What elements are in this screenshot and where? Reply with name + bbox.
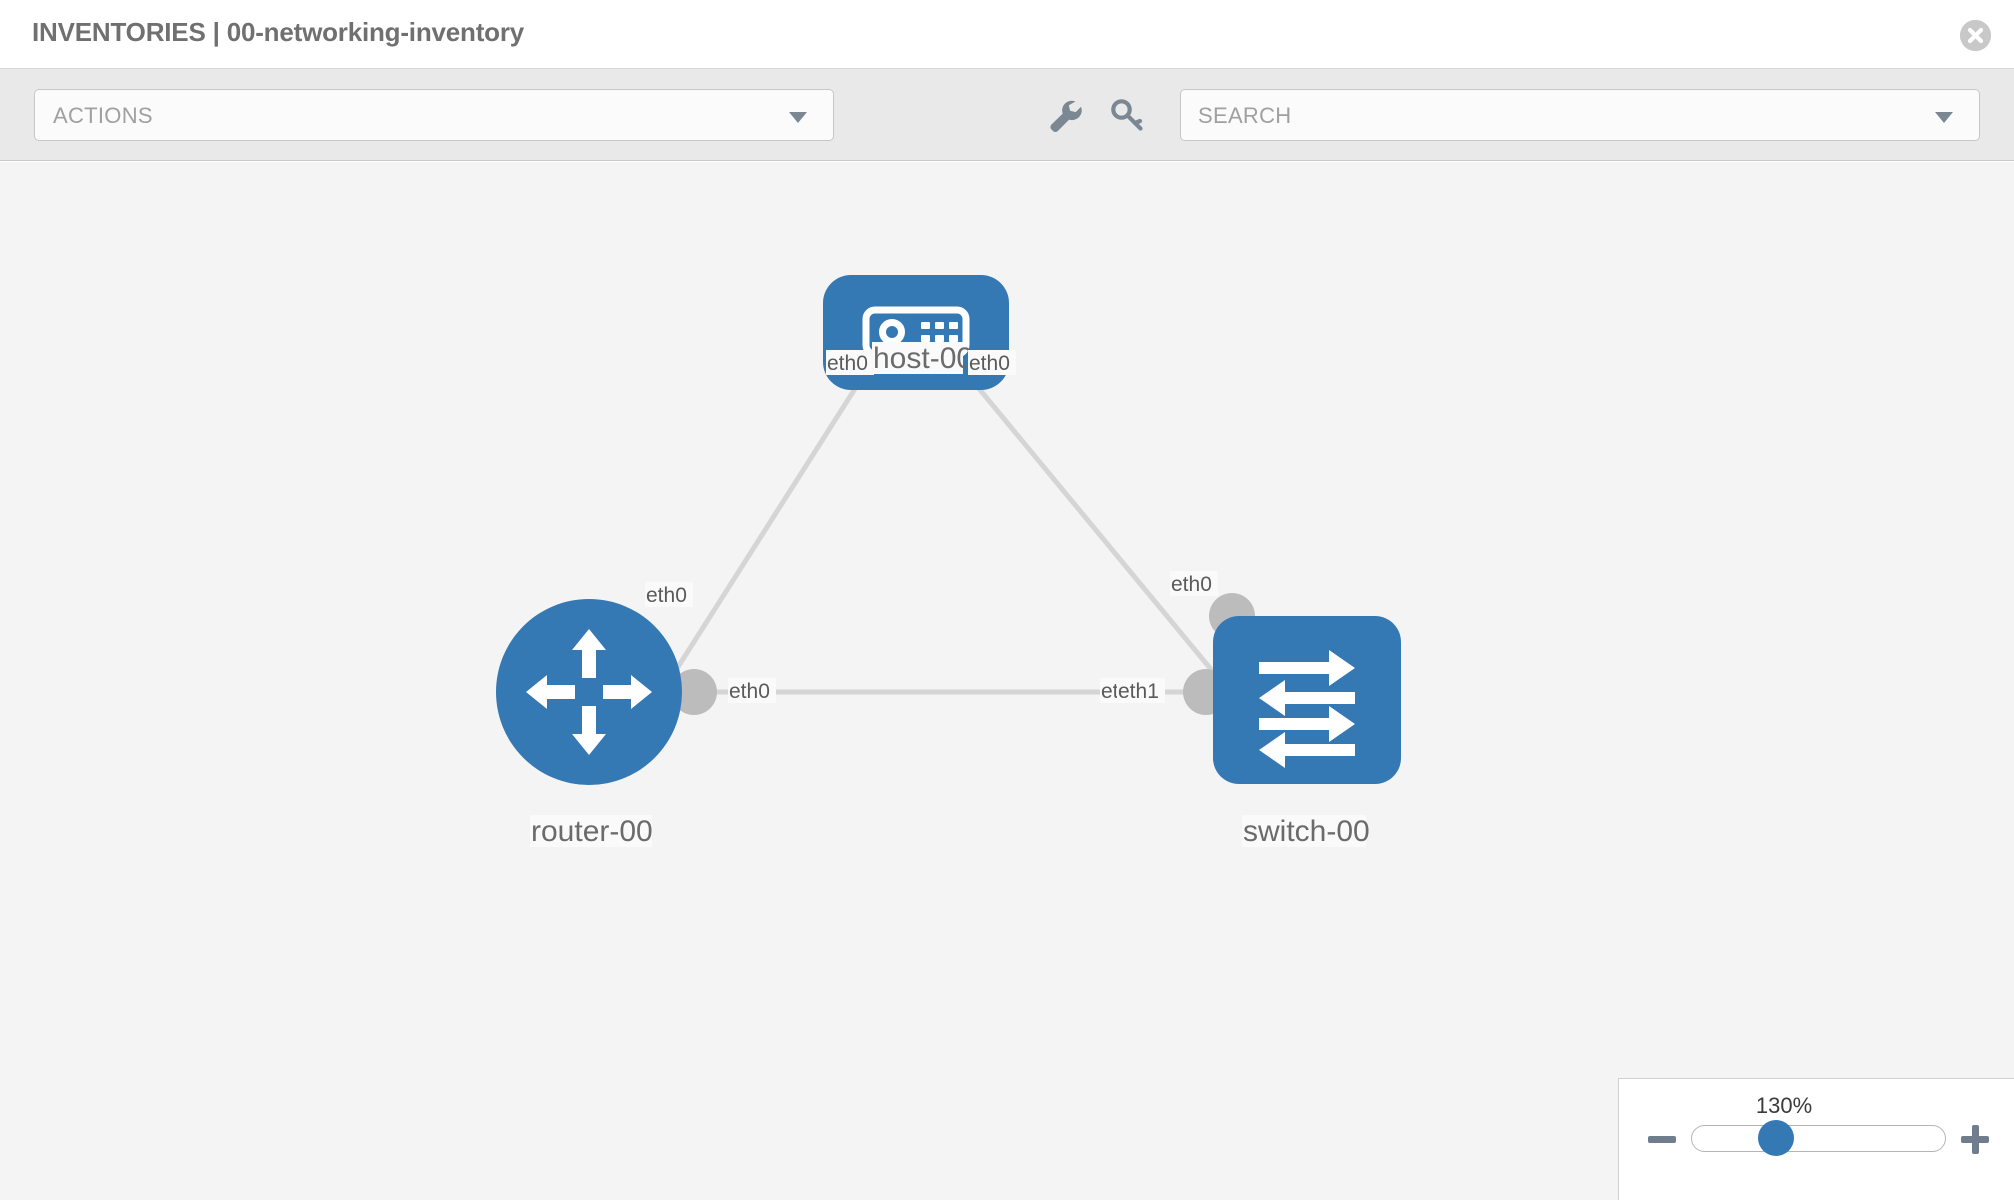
if-label-host-left: eth0 bbox=[827, 352, 868, 375]
minus-icon bbox=[1648, 1136, 1676, 1143]
page-title: INVENTORIES | 00-networking-inventory bbox=[32, 17, 525, 47]
topology-canvas[interactable]: host-00 router-00 bbox=[0, 162, 2014, 1200]
if-label-host-right: eth0 bbox=[969, 352, 1010, 375]
link-host-switch[interactable] bbox=[955, 360, 1240, 704]
if-label-switch-left: eth1 bbox=[1118, 680, 1159, 703]
close-icon[interactable] bbox=[1960, 20, 1991, 51]
search-placeholder: SEARCH bbox=[1198, 103, 1292, 128]
interface-labels-layer: eth0 eth0 eth0 eth0 eth0 eth0 eth1 bbox=[645, 350, 1218, 703]
endpoint-router-right[interactable] bbox=[671, 669, 717, 715]
node-switch-00[interactable]: switch-00 bbox=[1213, 616, 1401, 848]
if-label-router-right: eth0 bbox=[729, 680, 770, 703]
router-node-shape[interactable] bbox=[496, 599, 682, 785]
actions-dropdown-label: ACTIONS bbox=[53, 103, 153, 128]
chevron-down-icon bbox=[789, 112, 807, 123]
switch-label-bg bbox=[1242, 815, 1366, 847]
plus-icon-vertical bbox=[1972, 1125, 1979, 1154]
wrench-icon[interactable] bbox=[1045, 97, 1085, 135]
link-host-router[interactable] bbox=[640, 360, 875, 724]
node-label-host: host-00 bbox=[873, 342, 973, 375]
router-label-bg bbox=[530, 815, 652, 847]
if-label-switch-up: eth0 bbox=[1171, 573, 1212, 596]
if-label-router-up: eth0 bbox=[646, 584, 687, 607]
router-arrows-icon bbox=[526, 629, 652, 755]
key-icon[interactable] bbox=[1108, 97, 1148, 135]
page-header: INVENTORIES | 00-networking-inventory bbox=[0, 0, 2014, 69]
toolbar: ACTIONS SEARCH bbox=[0, 69, 2014, 161]
zoom-slider-thumb[interactable] bbox=[1758, 1120, 1794, 1156]
node-label-router: router-00 bbox=[531, 815, 653, 848]
zoom-percent-label: 130% bbox=[1755, 1093, 1813, 1118]
zoom-out-button[interactable] bbox=[1646, 1123, 1678, 1155]
links-layer bbox=[640, 360, 1240, 724]
host-label-bg bbox=[872, 342, 963, 374]
chevron-down-icon[interactable] bbox=[1935, 112, 1953, 123]
topology-graph[interactable]: host-00 router-00 bbox=[0, 162, 2014, 1200]
actions-dropdown[interactable]: ACTIONS bbox=[34, 89, 834, 141]
switch-arrows-icon bbox=[1259, 650, 1355, 768]
zoom-in-button[interactable] bbox=[1959, 1123, 1991, 1155]
zoom-slider-track[interactable] bbox=[1691, 1125, 1946, 1152]
zoom-control-panel: 130% bbox=[1618, 1078, 2014, 1200]
node-label-switch: switch-00 bbox=[1243, 815, 1370, 848]
node-router-00[interactable]: router-00 bbox=[496, 599, 682, 848]
search-input[interactable]: SEARCH bbox=[1180, 89, 1980, 141]
